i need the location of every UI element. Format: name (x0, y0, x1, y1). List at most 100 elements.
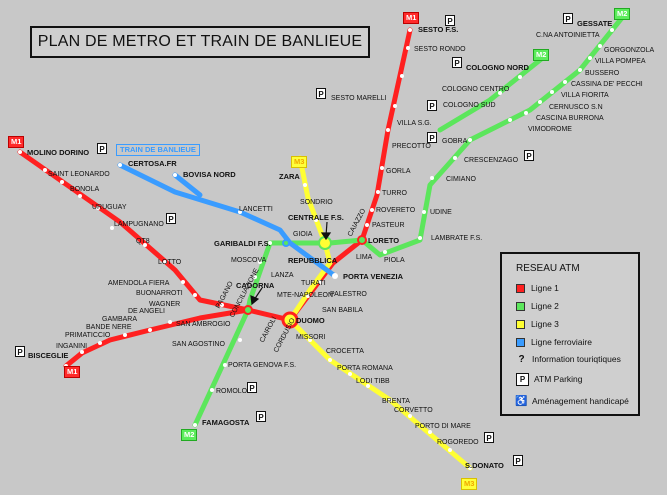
station-uruguay[interactable]: URUGUAY (92, 204, 127, 211)
m3-tag-sdonato: M3 (461, 478, 478, 490)
parking-icon-gessate: P (563, 13, 573, 24)
train-tag: TRAIN DE BANLIEUE (116, 144, 200, 156)
parking-icon-romolo: P (247, 382, 257, 393)
station-sesto-rondo[interactable]: SESTO RONDO (414, 46, 466, 53)
station-repubblica[interactable]: REPUBBLICA (288, 256, 338, 265)
station-sondrio[interactable]: SONDRIO (300, 199, 333, 206)
info-icon: ? (518, 353, 525, 365)
station-sant-ambrogio[interactable]: SAN AMBROGIO (176, 321, 231, 328)
station-cassina-pecchi[interactable]: CASSINA DE' PECCHI (571, 81, 643, 88)
m2-tag-famagosta: M2 (181, 429, 198, 441)
parking-icon-cologno-sud: P (427, 100, 437, 111)
station-amendola-fiera[interactable]: AMENDOLA FIERA (108, 280, 170, 287)
station-turati[interactable]: TURATI (301, 280, 326, 287)
station-gessate[interactable]: GESSATE (577, 19, 613, 28)
station-lambrate[interactable]: LAMBRATE F.S. (431, 235, 483, 242)
station-saint-leonardo[interactable]: SAINT LEONARDO (48, 171, 110, 178)
station-duomo[interactable]: DUOMO (296, 316, 325, 325)
station-inganini[interactable]: INGANINI (56, 343, 88, 350)
station-cadorna[interactable]: CADORNA (236, 281, 275, 290)
station-de-angeli[interactable]: DE ANGELI (128, 308, 165, 315)
station-porta-romana[interactable]: PORTA ROMANA (337, 365, 393, 372)
legend-info: ? Information touriqtiques (516, 352, 620, 366)
station-lotto[interactable]: LOTTO (158, 259, 182, 266)
station-sesto-marelli[interactable]: SESTO MARELLI (331, 95, 387, 102)
station-certosa[interactable]: CERTOSA.FR (128, 159, 177, 168)
parking-icon-rogoredo: P (484, 432, 494, 443)
station-sdonato[interactable]: S.DONATO (465, 461, 504, 470)
station-cologno-sud[interactable]: COLOGNO SUD (443, 102, 496, 109)
station-villa-pompea[interactable]: VILLA POMPEA (595, 58, 646, 65)
station-cascina-burrona[interactable]: CASCINA BURRONA (536, 115, 604, 122)
station-molino-dorino[interactable]: MOLINO DORINO (27, 148, 90, 157)
parking-icon-sesto-marelli: P (316, 88, 326, 99)
station-lanza[interactable]: LANZA (271, 272, 294, 279)
station-crescenzago[interactable]: CRESCENZAGO (464, 157, 519, 164)
station-cernusco[interactable]: CERNUSCO S.N (549, 104, 603, 111)
station-porta-venezia[interactable]: PORTA VENEZIA (343, 272, 404, 281)
parking-icon-cologno-nord: P (452, 57, 462, 68)
m2-tag-cologno: M2 (533, 49, 550, 61)
station-centrale[interactable]: CENTRALE F.S. (288, 213, 344, 222)
station-lima[interactable]: LIMA (356, 254, 373, 261)
station-cologno-nord[interactable]: COLOGNO NORD (466, 63, 529, 72)
station-buonarroti[interactable]: BUONARROTI (136, 290, 183, 297)
station-villa-fiorita[interactable]: VILLA FIORITA (561, 92, 609, 99)
station-lodi[interactable]: LODI TIBB (356, 378, 390, 385)
station-romolo[interactable]: ROMOLO (216, 388, 248, 395)
station-bussero[interactable]: BUSSERO (585, 70, 620, 77)
station-crocetta[interactable]: CROCETTA (326, 348, 364, 355)
station-sesto-fs[interactable]: SESTO F.S. (418, 25, 459, 34)
station-gioia[interactable]: GIOIA (293, 231, 313, 238)
station-famagosta[interactable]: FAMAGOSTA (202, 418, 250, 427)
station-brenta[interactable]: BRENTA (382, 398, 410, 405)
station-vimodrome[interactable]: VIMODROME (528, 126, 572, 133)
station-corvetto[interactable]: CORVETTO (394, 407, 433, 414)
station-lampugnano[interactable]: LAMPUGNANO (114, 221, 164, 228)
station-udine[interactable]: UDINE (430, 209, 452, 216)
station-turro[interactable]: TURRO (382, 190, 407, 197)
wheelchair-icon: ♿ (515, 395, 528, 407)
station-gobra[interactable]: GOBRA (442, 138, 468, 145)
parking-icon-sesto: P (445, 15, 455, 26)
station-gorgonzola[interactable]: GORGONZOLA (604, 47, 655, 54)
station-lancetti[interactable]: LANCETTI (239, 206, 273, 213)
station-bande-nere[interactable]: BANDE NERE (86, 324, 132, 331)
parking-icon-lampugnano: P (166, 213, 176, 224)
station-rogoredo[interactable]: ROGOREDO (437, 439, 479, 446)
station-loreto[interactable]: LORETO (368, 236, 400, 245)
station-wagner[interactable]: WAGNER (149, 301, 181, 308)
station-porto-di-mare[interactable]: PORTO DI MARE (415, 423, 471, 430)
station-gambara[interactable]: GAMBARA (102, 316, 138, 323)
station-bonola[interactable]: BONOLA (70, 186, 100, 193)
station-cimiano[interactable]: CIMIANO (446, 176, 476, 183)
station-cologno-centro[interactable]: COLOGNO CENTRO (442, 86, 510, 93)
station-pasteur[interactable]: PASTEUR (372, 222, 405, 229)
station-rovereto[interactable]: ROVERETO (376, 207, 416, 214)
station-moscova[interactable]: MOSCOVA (231, 257, 267, 264)
station-precotto[interactable]: PRECOTTO (392, 143, 431, 150)
station-primaticcio[interactable]: PRIMATICCIO (65, 332, 111, 339)
station-bisceglie[interactable]: BISCEGLIE (28, 351, 69, 360)
station-sant-agostino[interactable]: SAN AGOSTINO (172, 341, 225, 348)
station-san-babila[interactable]: SAN BABILA (322, 307, 363, 314)
station-missori[interactable]: MISSORI (296, 334, 326, 341)
map-title-box: PLAN DE METRO ET TRAIN DE BANLIEUE (30, 26, 370, 58)
line-3-swatch (516, 319, 525, 329)
station-cna-antoinietta[interactable]: C.NA ANTOINIETTA (536, 32, 600, 39)
station-qt8[interactable]: QT8 (136, 238, 150, 245)
station-porta-genova[interactable]: PORTA GENOVA F.S. (228, 362, 297, 369)
station-gorla[interactable]: GORLA (386, 168, 411, 175)
station-piola[interactable]: PIOLA (384, 257, 405, 264)
station-garibaldi[interactable]: GARIBALDI F.S. (214, 239, 271, 248)
station-palestro[interactable]: PALESTRO (330, 291, 367, 298)
station-zara[interactable]: ZARA (279, 172, 300, 181)
station-bovisa[interactable]: BOVISA NORD (183, 170, 236, 179)
parking-icon-molino-dorino: P (97, 143, 107, 154)
station-villa-sg[interactable]: VILLA S.G. (397, 120, 432, 127)
legend-line-2: Ligne 2 (516, 299, 559, 313)
legend-line-1-label: Ligne 1 (531, 283, 559, 293)
station-montenapoleone[interactable]: MTE-NAPOLEON (277, 292, 334, 299)
